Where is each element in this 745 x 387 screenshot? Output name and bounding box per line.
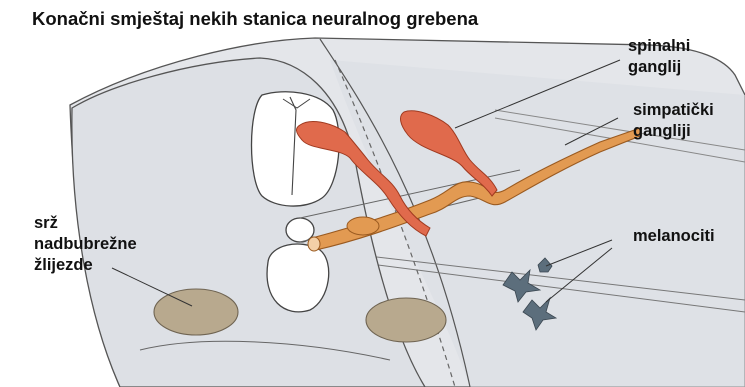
adrenal-medulla-left <box>154 289 238 335</box>
label-spinal-ganglion: spinalni ganglij <box>628 36 690 78</box>
lower-structure <box>267 244 329 312</box>
label-melanocytes: melanociti <box>633 226 715 247</box>
label-adrenal-medulla: srž nadbubrežne žlijezde <box>34 213 137 276</box>
label-sympathetic-ganglia: simpatički gangliji <box>633 100 714 142</box>
adrenal-medulla-right <box>366 298 446 342</box>
